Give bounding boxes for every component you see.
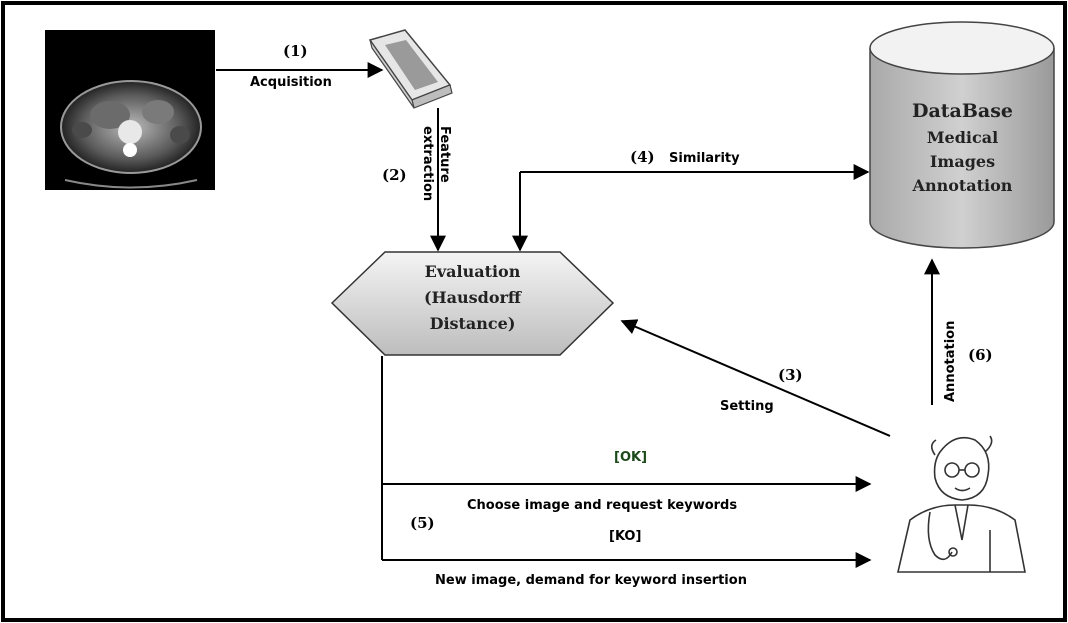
- ko-label: [KO]: [609, 529, 642, 544]
- step-2-label: (2): [382, 166, 407, 184]
- database-line1: DataBase: [911, 100, 1014, 122]
- step-3-label: (3): [778, 366, 803, 384]
- evaluation-hexagon: [330, 251, 615, 356]
- database-line4: Annotation: [912, 175, 1013, 195]
- step-6-label: (6): [968, 346, 993, 364]
- database-line3: Images: [929, 151, 996, 171]
- step-1-label: (1): [283, 42, 308, 60]
- database-text: DataBase Medical Images Annotation: [880, 100, 1045, 196]
- extraction-label: extraction: [420, 126, 435, 202]
- similarity-label: Similarity: [669, 151, 740, 166]
- acquisition-label: Acquisition: [250, 75, 332, 90]
- ct-scan-image: [45, 30, 215, 190]
- step-4-label: (4): [630, 148, 655, 166]
- evaluation-line1: Evaluation: [424, 262, 521, 281]
- database-line2: Medical: [926, 127, 999, 147]
- step-5-label: (5): [410, 514, 435, 532]
- scanner-icon: [368, 29, 453, 109]
- doctor-icon: [896, 435, 1026, 573]
- evaluation-line2: (Hausdorff: [423, 288, 522, 307]
- connectors: [216, 62, 940, 568]
- feature-label: Feature: [437, 126, 452, 183]
- choose-image-label: Choose image and request keywords: [467, 498, 738, 513]
- database-cylinder: [869, 21, 1055, 249]
- evaluation-line3: Distance): [429, 314, 516, 333]
- new-image-label: New image, demand for keyword insertion: [435, 573, 747, 588]
- arrow-setting: [620, 319, 891, 437]
- evaluation-text: Evaluation (Hausdorff Distance): [385, 262, 560, 334]
- ok-label: [OK]: [614, 450, 648, 465]
- annotation-label: Annotation: [943, 320, 958, 402]
- setting-label: Setting: [720, 399, 774, 414]
